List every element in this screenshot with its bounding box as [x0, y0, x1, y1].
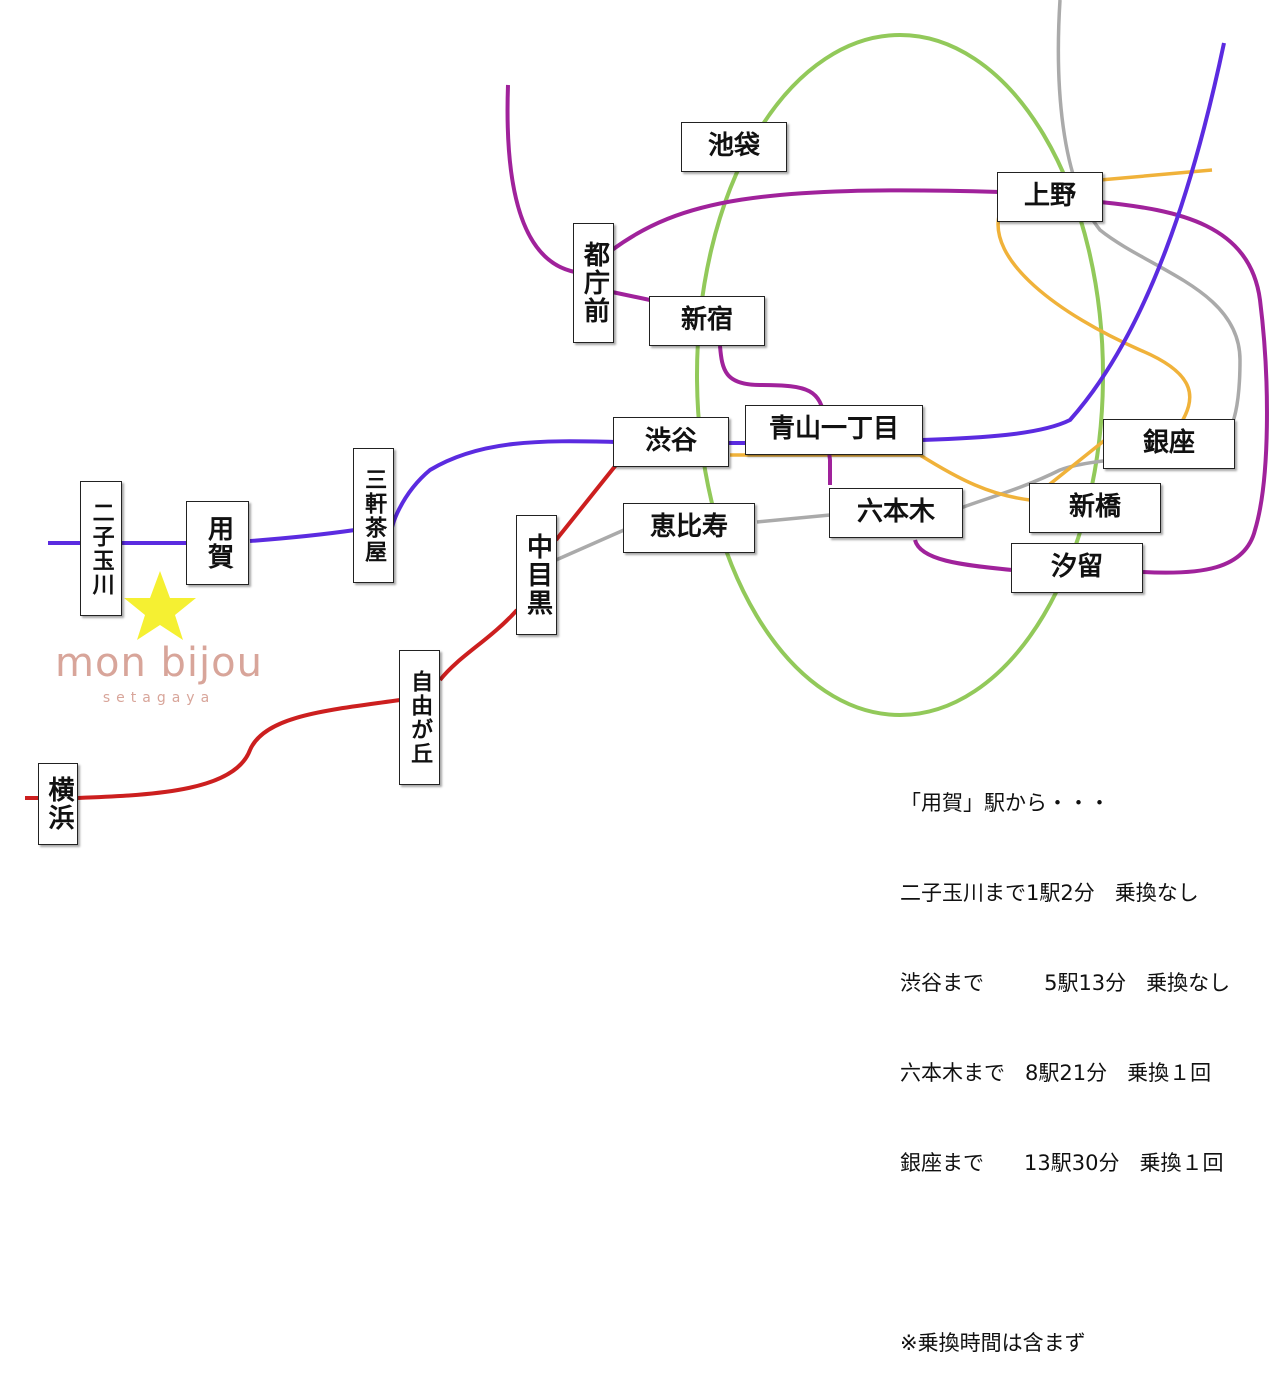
travel-time-info: 「用賀」駅から・・・ 二子玉川まで1駅2分 乗換なし 渋谷まで 5駅13分 乗換…	[900, 728, 1230, 1388]
star-icon	[124, 571, 196, 640]
station-tochomae[interactable]: 都庁前	[573, 223, 614, 343]
logo-main-text: mon bijou	[55, 640, 263, 686]
station-yokohama[interactable]: 横浜	[38, 763, 78, 845]
station-sangenjaya[interactable]: 三軒茶屋	[353, 448, 394, 583]
station-aoyama-itchome[interactable]: 青山一丁目	[745, 405, 923, 455]
station-shiodome[interactable]: 汐留	[1011, 543, 1143, 593]
info-line: 「用賀」駅から・・・	[900, 791, 1110, 815]
station-ebisu[interactable]: 恵比寿	[623, 503, 755, 553]
info-line: 渋谷まで 5駅13分 乗換なし	[900, 971, 1231, 995]
info-line: 六本木まで 8駅21分 乗換１回	[900, 1061, 1212, 1085]
info-note: ※乗換時間は含まず	[900, 1331, 1086, 1355]
info-line: 二子玉川まで1駅2分 乗換なし	[900, 881, 1199, 905]
logo: mon bijou setagaya	[44, 640, 274, 706]
station-nakameguro[interactable]: 中目黒	[516, 515, 557, 635]
station-yoga[interactable]: 用賀	[186, 501, 249, 585]
hibiya-line	[555, 0, 1242, 562]
station-shimbashi[interactable]: 新橋	[1029, 483, 1161, 533]
station-roppongi[interactable]: 六本木	[829, 488, 963, 538]
station-ueno[interactable]: 上野	[997, 172, 1103, 222]
station-ginza[interactable]: 銀座	[1103, 419, 1235, 469]
hanzomon-line	[48, 42, 1226, 545]
logo-sub-text: setagaya	[102, 690, 216, 706]
info-line: 銀座まで 13駅30分 乗換１回	[900, 1151, 1224, 1175]
info-line	[900, 1238, 1230, 1268]
station-shibuya[interactable]: 渋谷	[613, 417, 729, 467]
station-futakotamagawa[interactable]: 二子玉川	[80, 481, 122, 616]
station-ikebukuro[interactable]: 池袋	[681, 122, 787, 172]
station-jiyugaoka[interactable]: 自由が丘	[399, 650, 440, 785]
station-shinjuku[interactable]: 新宿	[649, 296, 765, 346]
toyoko-line	[25, 463, 618, 800]
oedo-line	[505, 84, 1269, 575]
route-map	[25, 0, 1269, 800]
